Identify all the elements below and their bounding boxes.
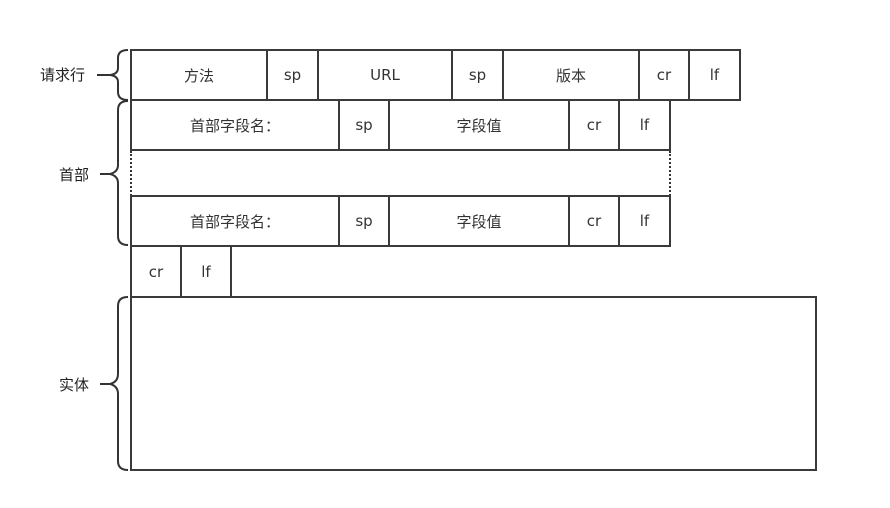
field-header-value: 字段值 [388,99,570,151]
field-sp: sp [451,49,504,101]
field-url: URL [317,49,453,101]
field-cr: cr [568,195,620,247]
label-request-line: 请求行 [40,66,86,84]
field-method: 方法 [130,49,268,101]
field-header-name: 首部字段名： [130,99,340,151]
field-sp: sp [338,99,390,151]
field-lf: lf [618,99,671,151]
brace-body [109,296,129,471]
field-lf: lf [180,245,232,298]
label-body: 实体 [59,376,90,394]
field-lf: lf [688,49,741,101]
field-cr: cr [638,49,690,101]
field-version: 版本 [502,49,640,101]
field-header-name: 首部字段名： [130,195,340,247]
field-header-value: 字段值 [388,195,570,247]
field-cr: cr [568,99,620,151]
ellipsis-line-right [669,151,671,196]
label-headers: 首部 [59,166,90,184]
field-lf: lf [618,195,671,247]
field-sp: sp [338,195,390,247]
brace-request-line [109,49,129,101]
field-cr: cr [130,245,182,298]
brace-headers [109,100,129,246]
field-sp: sp [266,49,319,101]
body-box [130,296,817,471]
ellipsis-line-left [130,151,132,196]
